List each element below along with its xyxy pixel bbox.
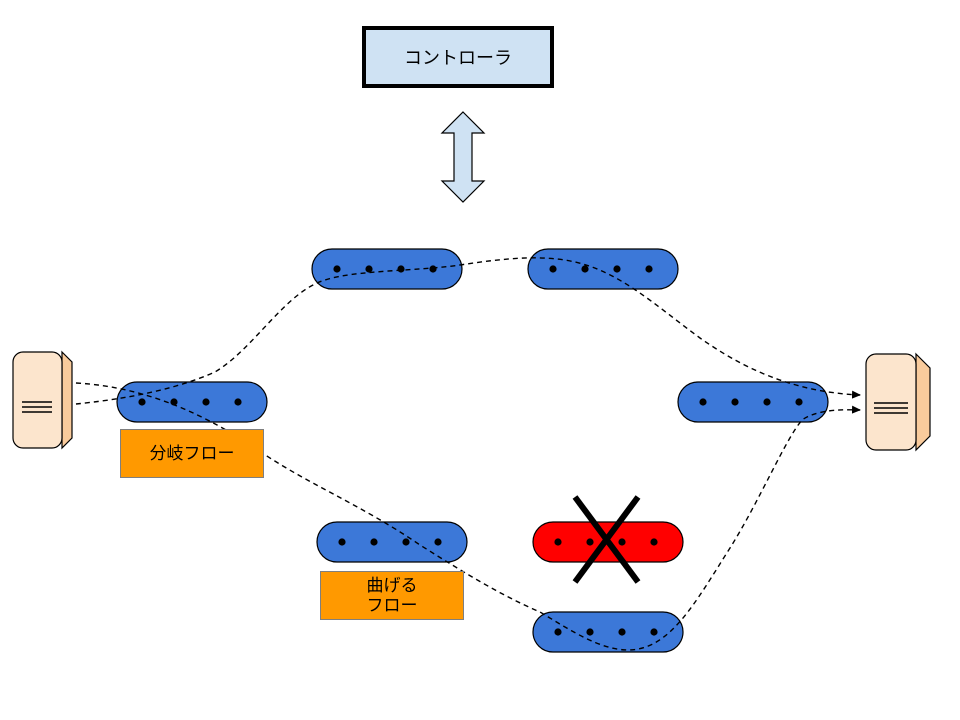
x-mark-icon (572, 495, 641, 584)
branch-flow-text: 分岐フロー (149, 443, 235, 464)
switch-bottom-left (316, 521, 468, 563)
controller-label: コントローラ (404, 48, 512, 69)
server-icon (22, 401, 52, 413)
switch-bottom-right (532, 611, 684, 653)
bend-flow-text-line2: フロー (366, 595, 418, 616)
source-host (12, 350, 73, 450)
controller-box: コントローラ (362, 26, 554, 88)
switch-top-left (311, 248, 463, 290)
bend-flow-text-line1: 曲げる (366, 575, 418, 596)
bend-flow-label: 曲げる フロー (320, 571, 464, 620)
server-icon (874, 402, 908, 414)
switch-top-right (527, 248, 679, 290)
double-arrow-icon (440, 111, 486, 203)
destination-host (865, 352, 931, 452)
branch-flow-label: 分岐フロー (120, 429, 264, 478)
switch-right (677, 381, 829, 423)
branch-flow-upper-path (75, 257, 861, 405)
branch-flow-lower-path (75, 382, 861, 651)
switch-left (116, 381, 268, 423)
